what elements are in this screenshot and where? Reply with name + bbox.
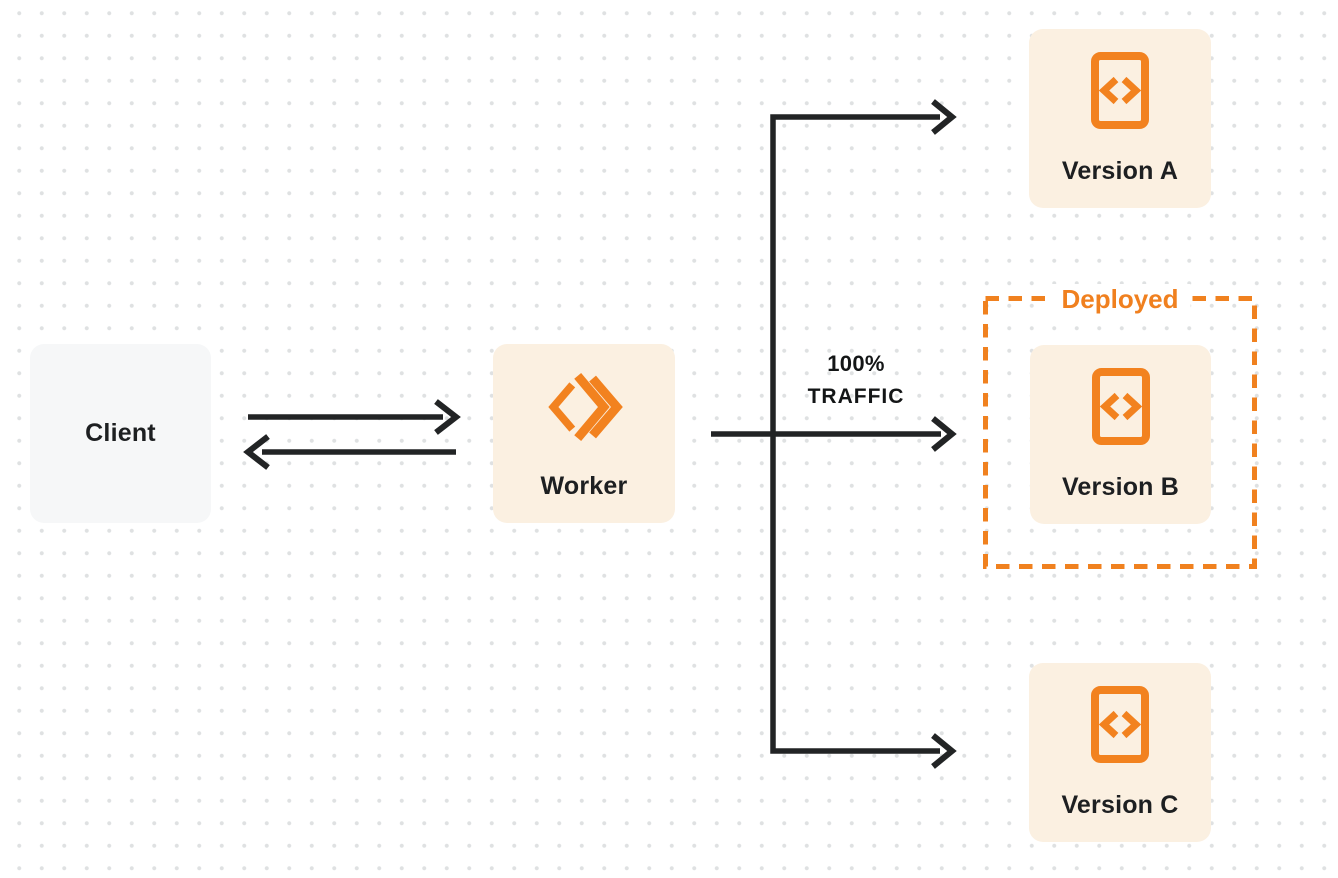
worker-node-label: Worker (540, 472, 628, 500)
cloudflare-workers-logo-icon (548, 373, 623, 441)
arrow-branch-to-version-a (931, 99, 957, 135)
code-document-icon (1091, 685, 1149, 763)
worker-node: Worker (493, 344, 675, 523)
version-c-node-label: Version C (1061, 790, 1179, 819)
arrow-worker-to-client (243, 434, 456, 470)
traffic-percent-label: 100% (827, 351, 885, 376)
arrow-branch-to-version-c (931, 733, 957, 769)
client-node-label: Client (85, 419, 156, 447)
code-document-icon (1091, 51, 1149, 129)
client-node: Client (30, 344, 211, 523)
arrow-client-to-worker (248, 399, 461, 435)
code-document-icon (1091, 367, 1150, 445)
branch-line (770, 114, 940, 754)
traffic-annotation: 100% TRAFFIC (776, 351, 936, 410)
deployed-label: Deployed (1049, 284, 1191, 315)
version-b-node-label: Version B (1061, 472, 1180, 501)
version-a-node: Version A (1029, 29, 1211, 208)
version-b-node: Version B (1030, 345, 1211, 524)
version-a-node-label: Version A (1061, 156, 1179, 185)
traffic-word-label: TRAFFIC (807, 385, 905, 408)
arrow-worker-to-version-b (711, 416, 957, 452)
version-c-node: Version C (1029, 663, 1211, 842)
